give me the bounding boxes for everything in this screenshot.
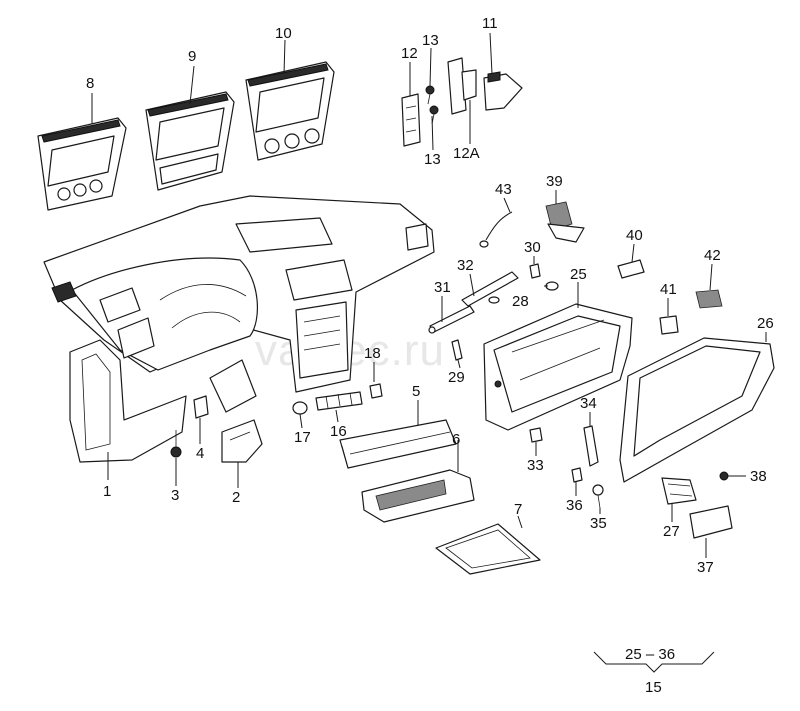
- part-13-screw-upper: [425, 85, 435, 105]
- part-40-switch: [617, 259, 645, 279]
- part-10-trim-bezel: [245, 61, 335, 161]
- part-1-side-panel: [69, 339, 187, 463]
- part-27-latch: [661, 477, 697, 505]
- callout-43: 43: [495, 181, 512, 198]
- part-42-socket: [695, 289, 723, 309]
- callout-12: 12: [401, 45, 418, 62]
- part-8-trim-bezel: [37, 117, 127, 211]
- part-32-rail: [461, 271, 519, 307]
- part-16-switch-strip: [315, 391, 363, 411]
- callout-13-upper: 13: [422, 32, 439, 49]
- callout-17: 17: [294, 429, 311, 446]
- callout-5: 5: [412, 383, 420, 400]
- part-lower-trim: [209, 359, 257, 413]
- callout-28: 28: [512, 293, 529, 310]
- callout-42: 42: [704, 247, 721, 264]
- part-13-screw-lower: [429, 105, 439, 125]
- part-35-screw: [592, 484, 604, 509]
- part-12a-bracket: [447, 57, 477, 115]
- callout-38: 38: [750, 468, 767, 485]
- callout-40: 40: [626, 227, 643, 244]
- part-3-screw: [170, 430, 182, 458]
- callout-12a: 12A: [453, 145, 480, 162]
- callout-39: 39: [546, 173, 563, 190]
- callout-11: 11: [482, 15, 498, 32]
- part-5-storage-tray: [339, 419, 457, 469]
- legend-group: 15: [645, 679, 662, 696]
- callout-34: 34: [580, 395, 597, 412]
- part-7-mat: [435, 523, 541, 575]
- callout-1: 1: [103, 483, 111, 500]
- callout-41: 41: [660, 281, 677, 298]
- part-9-trim-bezel: [145, 91, 235, 191]
- part-43-hose: [479, 211, 513, 248]
- callout-27: 27: [663, 523, 680, 540]
- callout-37: 37: [697, 559, 714, 576]
- part-33-clip: [529, 427, 543, 443]
- callout-16: 16: [330, 423, 347, 440]
- part-34-lever: [583, 425, 599, 467]
- callout-30: 30: [524, 239, 541, 256]
- part-37-handle-cover: [689, 505, 733, 539]
- callout-18: 18: [364, 345, 381, 362]
- part-36-plug: [571, 467, 583, 483]
- part-12-bracket: [401, 93, 421, 147]
- callout-25: 25: [570, 266, 587, 283]
- part-41-bracket: [659, 315, 679, 335]
- legend-range: 25 – 36: [625, 646, 675, 663]
- part-2-cover: [221, 419, 263, 463]
- callout-26: 26: [757, 315, 774, 332]
- callout-33: 33: [527, 457, 544, 474]
- part-17-knob: [292, 401, 308, 415]
- part-11-clip: [483, 71, 523, 111]
- callout-4: 4: [196, 445, 204, 462]
- callout-36: 36: [566, 497, 583, 514]
- part-39-lamp: [545, 201, 585, 243]
- part-31-rod: [428, 305, 475, 334]
- part-4-clip: [193, 395, 209, 419]
- part-1-dashboard: [43, 195, 435, 393]
- part-29-pin: [451, 339, 463, 361]
- callout-2: 2: [232, 489, 240, 506]
- part-30-pin: [529, 263, 541, 279]
- part-6-drawer: [361, 469, 475, 523]
- callout-10: 10: [275, 25, 292, 42]
- callout-7: 7: [514, 501, 522, 518]
- callout-9: 9: [188, 48, 196, 65]
- callouts: 8 9 10 12 13 13 12A 11 1 3 4 2 5 6 7 17 …: [86, 15, 774, 576]
- callout-8: 8: [86, 75, 94, 92]
- part-38-screw: [719, 471, 729, 481]
- callout-6: 6: [452, 431, 460, 448]
- callout-13-lower: 13: [424, 151, 441, 168]
- part-26-glovebox-lid: [619, 337, 775, 483]
- callout-3: 3: [171, 487, 179, 504]
- part-18-plug: [369, 383, 383, 399]
- callout-35: 35: [590, 515, 607, 532]
- legend-bracket: 25 – 36 15: [593, 646, 715, 696]
- callout-29: 29: [448, 369, 465, 386]
- part-25-glovebox-frame: [483, 303, 633, 431]
- callout-31: 31: [434, 279, 451, 296]
- leader-lines: [91, 32, 767, 558]
- callout-32: 32: [457, 257, 474, 274]
